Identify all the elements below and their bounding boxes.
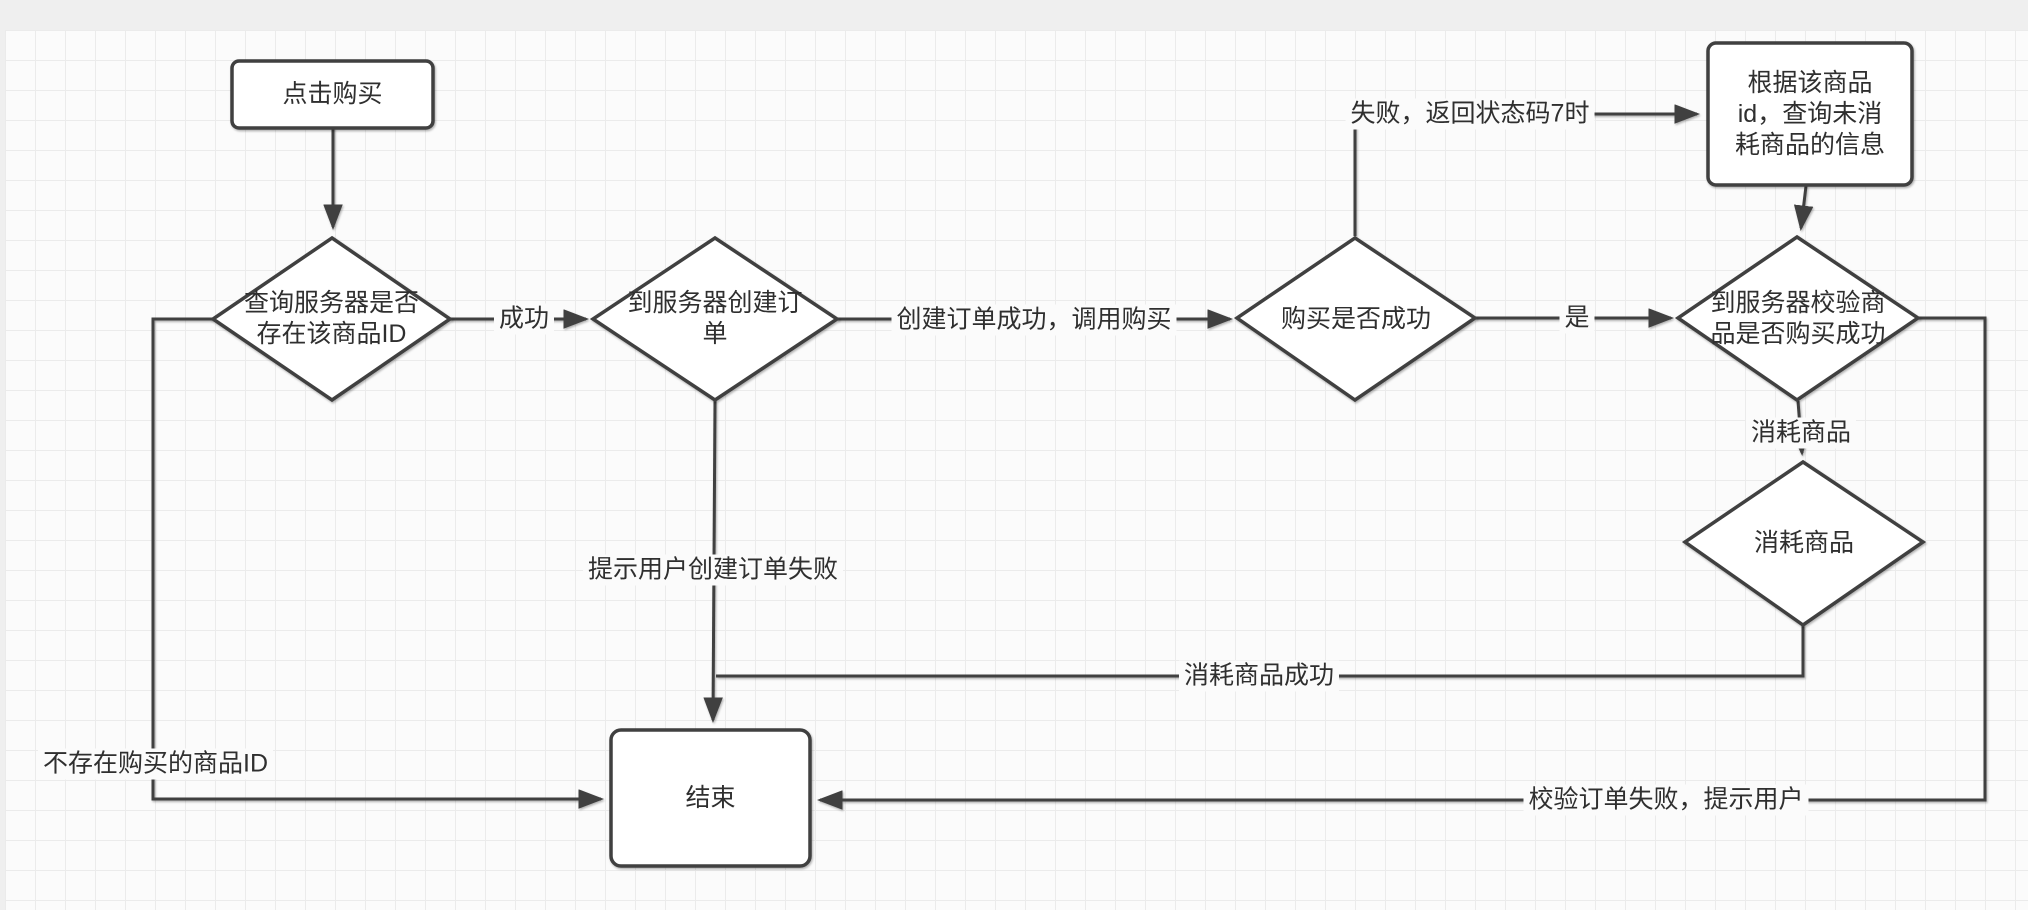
edge-purchase-fail-to-query-unconsumed[interactable]: [1353, 104, 1700, 236]
node-query-unconsumed[interactable]: [1706, 41, 1914, 187]
node-consume-product[interactable]: [1681, 459, 1927, 628]
node-click-buy[interactable]: [230, 59, 435, 130]
edge-label-consume-product[interactable]: 消耗商品: [1745, 417, 1857, 449]
edge-label-no-product-id[interactable]: 不存在购买的商品ID: [38, 748, 274, 780]
node-verify-purchase[interactable]: [1674, 234, 1922, 403]
edge-query-unconsumed-to-verify[interactable]: [1793, 185, 1814, 231]
edge-label-success[interactable]: 成功: [493, 303, 555, 335]
edge-label-consume-success[interactable]: 消耗商品成功: [1178, 660, 1340, 692]
node-label-check-product-id[interactable]: 查询服务器是否 存在该商品ID: [243, 289, 419, 348]
edge-consume-success-to-end[interactable]: [716, 626, 1805, 678]
node-label-click-buy[interactable]: 点击购买: [282, 80, 383, 108]
node-label-end[interactable]: 结束: [685, 783, 736, 812]
node-create-order[interactable]: [589, 235, 841, 403]
node-check-product-id[interactable]: [209, 235, 454, 403]
edge-check-id-missing-to-end[interactable]: [151, 317, 604, 809]
grid-background: [5, 30, 2028, 910]
edge-label-fail-status-code-7[interactable]: 失败，返回状态码7时: [1345, 98, 1595, 130]
node-label-query-unconsumed[interactable]: 根据该商品 id，查询未消 耗商品的信息: [1734, 68, 1885, 159]
edge-label-yes[interactable]: 是: [1559, 302, 1595, 334]
node-purchase-success[interactable]: [1233, 235, 1479, 403]
node-end[interactable]: [609, 728, 812, 868]
edge-label-create-order-failed[interactable]: 提示用户创建订单失败: [582, 554, 844, 586]
node-label-verify-purchase[interactable]: 到服务器校验商 品是否购买成功: [1710, 288, 1886, 348]
node-label-create-order[interactable]: 到服务器创建订 单: [627, 289, 803, 348]
node-label-consume-product[interactable]: 消耗商品: [1753, 529, 1854, 557]
edge-label-order-created-call-buy[interactable]: 创建订单成功，调用购买: [891, 304, 1177, 336]
edge-label-verify-failed[interactable]: 校验订单失败，提示用户: [1523, 784, 1809, 816]
node-label-purchase-success[interactable]: 购买是否成功: [1280, 304, 1431, 333]
edge-verify-fail-to-end[interactable]: [817, 316, 1987, 810]
